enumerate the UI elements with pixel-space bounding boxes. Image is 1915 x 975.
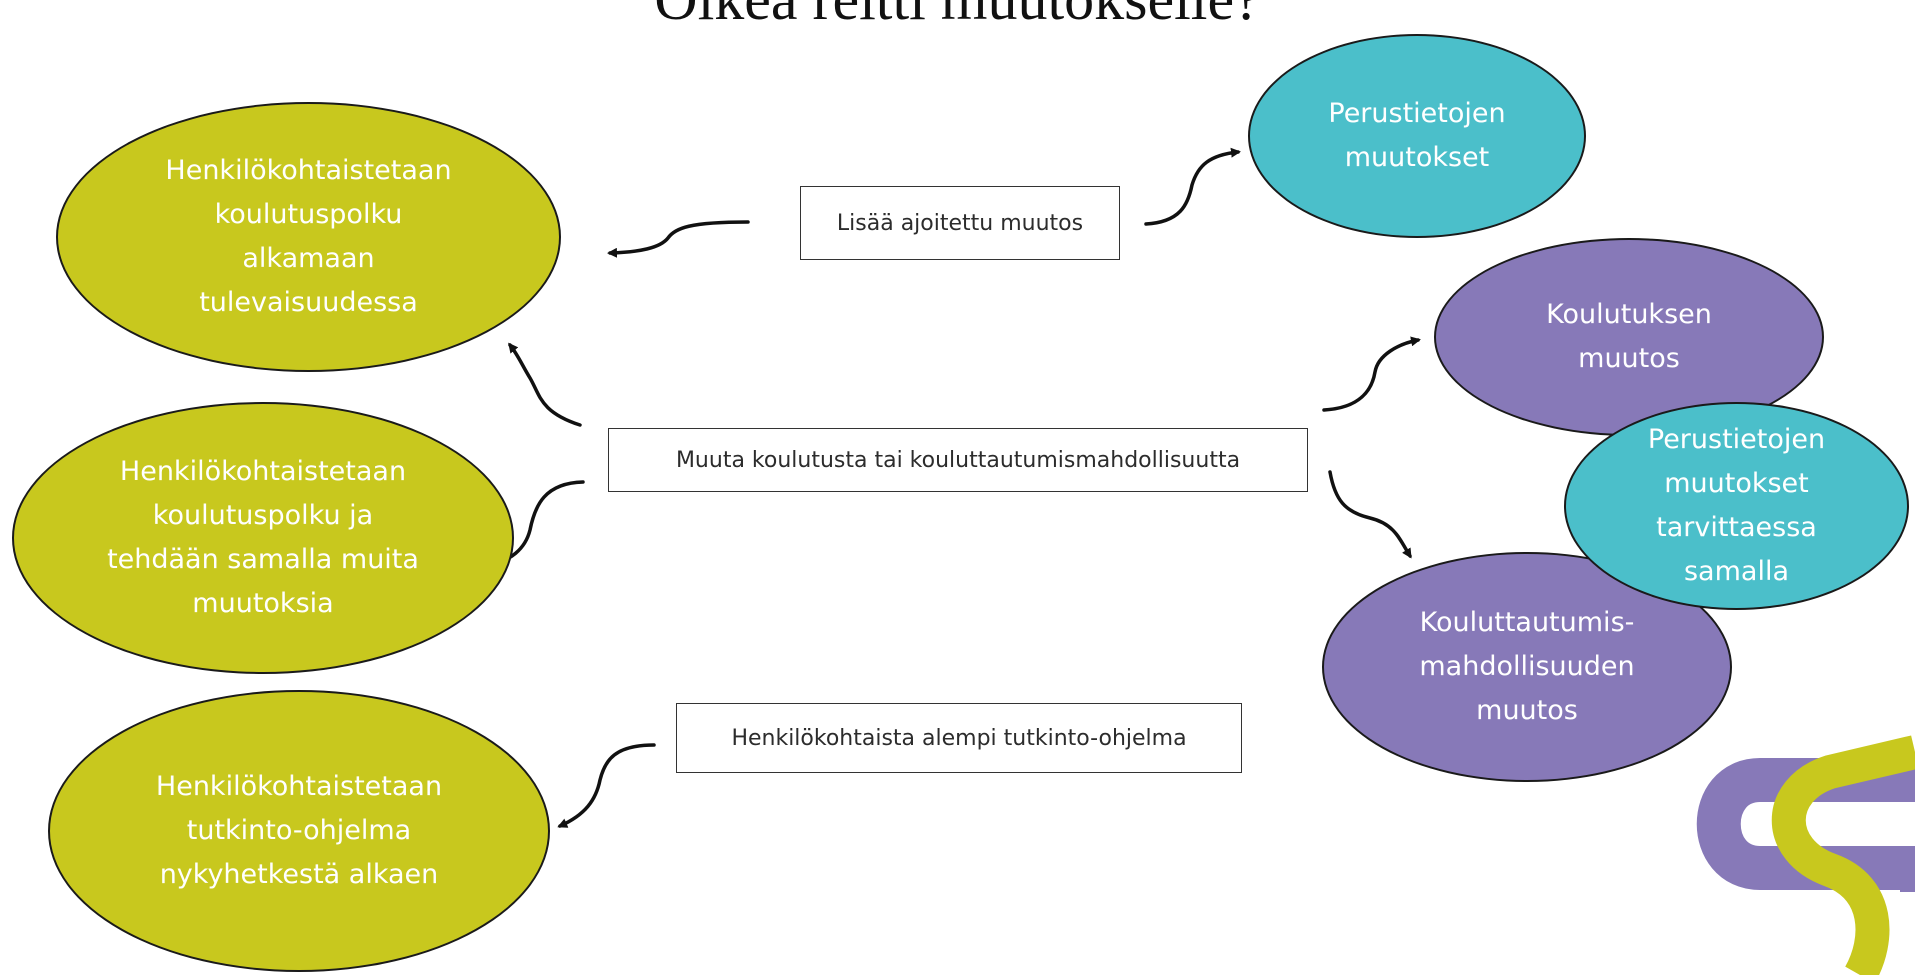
arrow-scheduled-to-basic-info bbox=[1144, 147, 1241, 226]
ellipse-basic-info-changes: Perustietojen muutokset bbox=[1248, 34, 1586, 238]
box-scheduled-change: Lisää ajoitettu muutos bbox=[800, 186, 1120, 260]
box-change-training: Muuta koulutusta tai kouluttautumismahdo… bbox=[608, 428, 1308, 492]
page-title: Oikea reitti muutokselle? bbox=[0, 0, 1915, 34]
ellipse-basic-info-if-needed: Perustietojen muutokset tarvittaessa sam… bbox=[1564, 402, 1909, 610]
ellipse-degree-now: Henkilökohtaistetaan tutkinto-ohjelma ny… bbox=[48, 690, 550, 972]
arrow-training-to-future-path bbox=[508, 342, 582, 427]
arrow-scheduled-to-future-path bbox=[607, 220, 750, 258]
box-lower-degree: Henkilökohtaista alempi tutkinto-ohjelma bbox=[676, 703, 1242, 773]
ellipse-future-path: Henkilökohtaistetaan koulutuspolku alkam… bbox=[56, 102, 561, 372]
ellipse-path-with-changes: Henkilökohtaistetaan koulutuspolku ja te… bbox=[12, 402, 514, 674]
arrow-training-to-opportunity-change bbox=[1328, 470, 1412, 559]
arrow-training-to-training-change bbox=[1322, 336, 1421, 412]
arrow-lower-degree-to-degree-now bbox=[557, 743, 656, 828]
